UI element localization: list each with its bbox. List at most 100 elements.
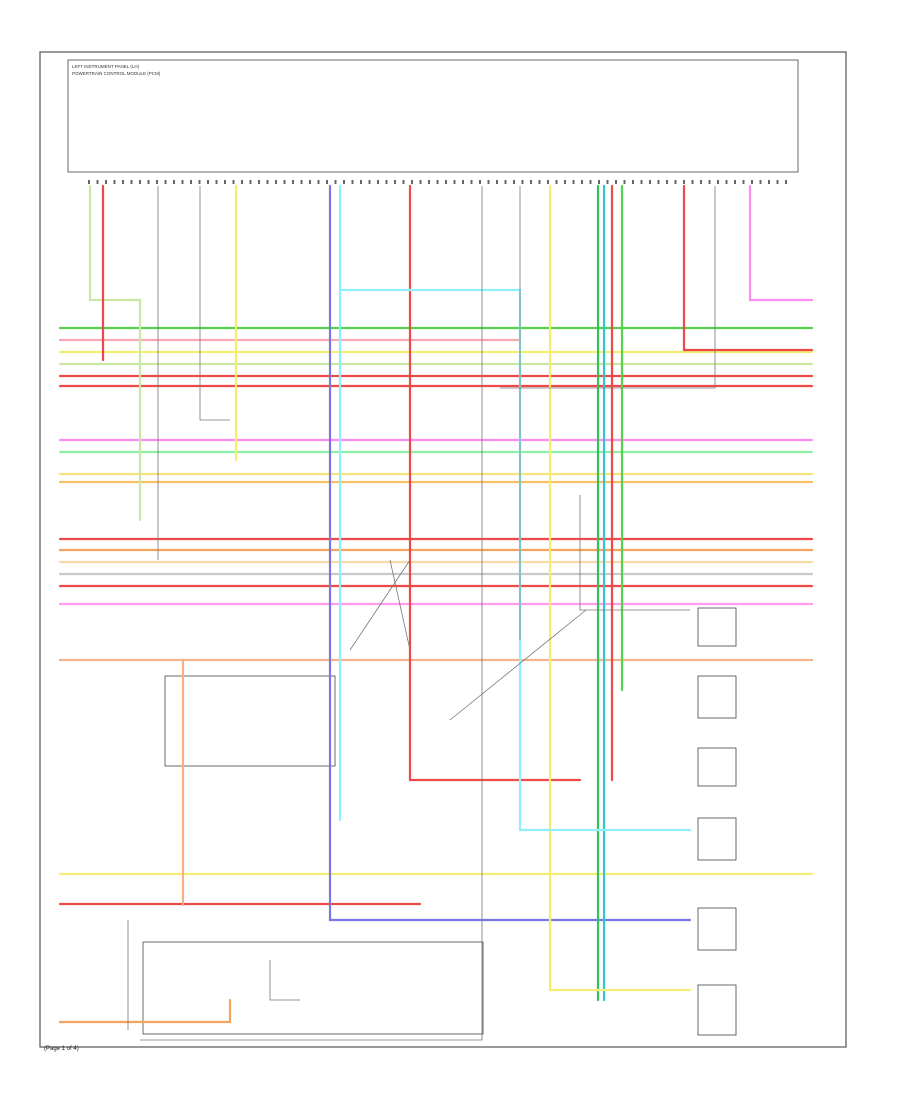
connector-pin <box>419 180 422 184</box>
connector-pin <box>496 180 498 184</box>
connector-pin <box>156 180 158 184</box>
connector-pin <box>224 180 226 184</box>
connector-pin <box>402 180 405 184</box>
wire-orange-3 <box>58 998 232 1024</box>
connector-pin <box>547 180 549 184</box>
connector-pin <box>615 180 617 184</box>
connector-pin <box>751 180 753 184</box>
connector-pin <box>768 180 770 184</box>
connector-pin <box>479 180 481 184</box>
connector-pin <box>623 180 626 184</box>
connector-pin <box>105 180 107 184</box>
component-box-1 <box>697 607 737 647</box>
wire-v-magenta <box>748 184 814 302</box>
connector-pin <box>445 180 447 184</box>
connector-pin <box>360 180 362 184</box>
component-box-8 <box>142 941 484 1035</box>
connector-pin <box>776 180 779 184</box>
connector-pin <box>725 180 728 184</box>
connector-pin <box>742 180 745 184</box>
connector-pin <box>538 180 541 184</box>
connector-pin <box>606 180 609 184</box>
pcm-connector-pins <box>88 180 787 184</box>
connector-pin <box>657 180 660 184</box>
thin-line <box>389 559 411 651</box>
connector-pin <box>241 180 243 184</box>
connector-pin <box>113 180 116 184</box>
thin-line <box>579 495 690 611</box>
connector-pin <box>258 180 260 184</box>
connector-pin <box>300 180 303 184</box>
connector-pin <box>649 180 651 184</box>
component-box-7 <box>164 675 336 767</box>
component-box-5 <box>697 907 737 951</box>
connector-pin <box>147 180 150 184</box>
connector-pin <box>377 180 379 184</box>
connector-pin <box>734 180 736 184</box>
thin-line <box>449 609 587 721</box>
connector-pin <box>198 180 201 184</box>
connector-pin <box>555 180 558 184</box>
connector-pin <box>632 180 634 184</box>
connector-pin <box>334 180 337 184</box>
connector-pin <box>309 180 311 184</box>
component-box-2 <box>697 675 737 719</box>
connector-pin <box>181 180 184 184</box>
pcm-module-box <box>67 59 799 173</box>
thin-line <box>140 186 483 1041</box>
connector-pin <box>640 180 643 184</box>
connector-pin <box>385 180 388 184</box>
connector-pin <box>215 180 218 184</box>
connector-pin <box>513 180 515 184</box>
connector-pin <box>122 180 124 184</box>
component-box-6 <box>697 984 737 1036</box>
connector-pin <box>164 180 167 184</box>
connector-pin <box>88 180 90 184</box>
component-box-3 <box>697 747 737 787</box>
connector-pin <box>785 180 787 184</box>
wire-v-lightgreen <box>88 184 142 522</box>
connector-pin <box>368 180 371 184</box>
wire-cyan-2 <box>340 288 692 832</box>
connector-pin <box>521 180 524 184</box>
connector-pin <box>691 180 694 184</box>
diagram-frame <box>39 51 847 1048</box>
connector-pin <box>173 180 175 184</box>
connector-pin <box>275 180 277 184</box>
connector-pin <box>683 180 685 184</box>
pcm-title-line2: POWERTRAIN CONTROL MODULE (PCM) <box>72 71 161 76</box>
connector-pin <box>266 180 269 184</box>
connector-pin <box>598 180 600 184</box>
connector-pin <box>436 180 439 184</box>
thin-line <box>269 960 300 1001</box>
wire-v-red-4 <box>682 184 814 352</box>
connector-pin <box>207 180 209 184</box>
connector-pin <box>564 180 566 184</box>
connector-pin <box>453 180 456 184</box>
page-label: (Page 1 of 4) <box>44 1046 79 1052</box>
connector-pin <box>708 180 711 184</box>
wire-v-red-2 <box>408 184 582 782</box>
connector-pin <box>487 180 490 184</box>
connector-pin <box>317 180 320 184</box>
connector-pin <box>292 180 294 184</box>
connector-pin <box>674 180 677 184</box>
thin-line <box>349 559 411 651</box>
connector-pin <box>249 180 252 184</box>
connector-pin <box>530 180 532 184</box>
connector-pin <box>343 180 345 184</box>
connector-pin <box>96 180 99 184</box>
pcm-title-line1: LEFT INSTRUMENT PANEL (LH) <box>72 64 140 69</box>
connector-pin <box>666 180 668 184</box>
connector-pin <box>326 180 328 184</box>
connector-pin <box>283 180 286 184</box>
component-box-4 <box>697 817 737 861</box>
wire-v-yellow-2 <box>548 184 692 992</box>
connector-pin <box>139 180 141 184</box>
connector-pin <box>351 180 354 184</box>
connector-pin <box>394 180 396 184</box>
wire-layer <box>58 184 814 1024</box>
connector-pin <box>581 180 583 184</box>
connector-pin <box>700 180 702 184</box>
